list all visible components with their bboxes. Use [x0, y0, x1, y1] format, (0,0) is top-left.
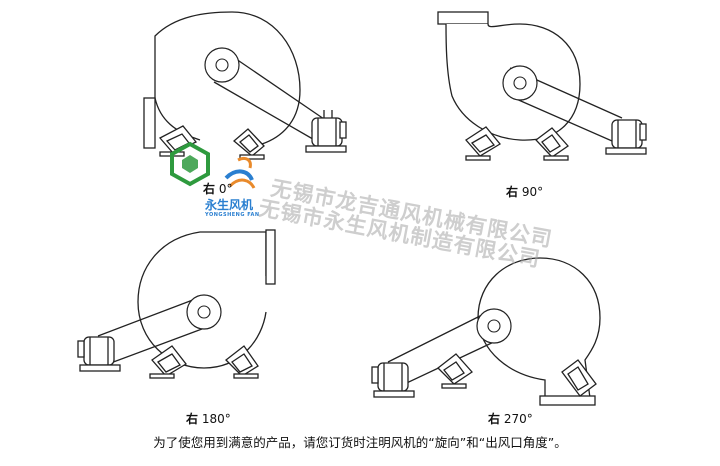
angle-value: 270°	[503, 412, 533, 426]
fan-pulley	[204, 47, 240, 83]
angle-value: 180°	[201, 412, 231, 426]
fan-pulley	[502, 65, 538, 101]
fan-right-270	[371, 257, 601, 406]
label-right-0: 右 0°	[203, 180, 232, 197]
rotation-prefix: 右	[203, 182, 216, 196]
fan-pulley	[186, 294, 222, 330]
rotation-prefix: 右	[488, 412, 501, 426]
label-right-270: 右 270°	[488, 410, 533, 427]
fan-right-90	[437, 11, 647, 161]
caption: 为了使您用到满意的产品，请您订货时注明风机的“旋向”和“出风口角度”。	[153, 435, 567, 450]
rotation-prefix: 右	[186, 412, 199, 426]
logo-name: 永生风机	[205, 198, 254, 212]
label-right-90: 右 90°	[506, 183, 543, 200]
fan-pulley	[476, 308, 512, 344]
fan-right-180	[77, 229, 276, 379]
label-right-180: 右 180°	[186, 410, 231, 427]
angle-value: 90°	[521, 185, 544, 199]
rotation-prefix: 右	[506, 185, 519, 199]
company-logo	[170, 141, 256, 189]
logo-pinyin: YONGSHENG FAN	[205, 212, 260, 218]
fan-right-0	[143, 11, 347, 160]
angle-value: 0°	[218, 182, 233, 196]
